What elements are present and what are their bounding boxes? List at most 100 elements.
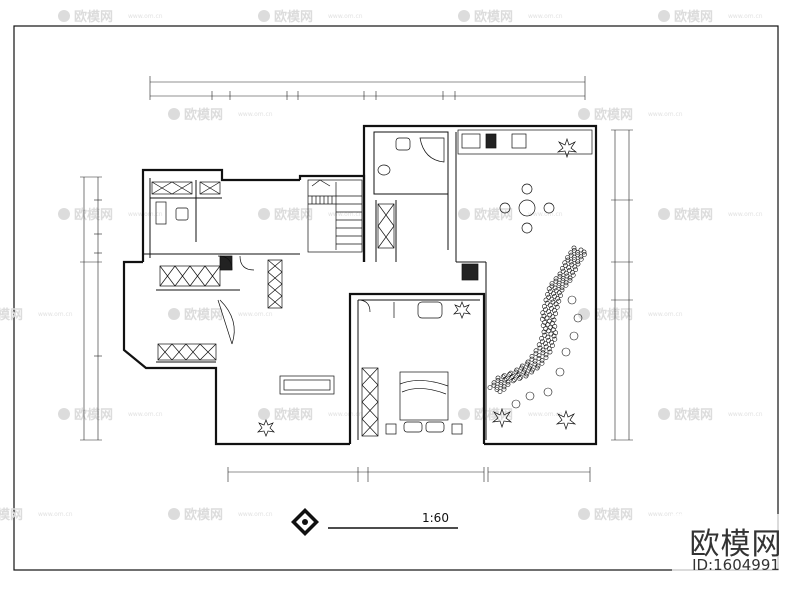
svg-text:欧模网: 欧模网: [0, 507, 23, 523]
pebble: [505, 381, 511, 387]
pebble: [578, 256, 584, 262]
pebble: [546, 286, 552, 292]
pebble: [553, 276, 559, 282]
drawing-scale: 1:60: [422, 511, 449, 525]
kitchen-counter: [457, 129, 593, 155]
pebble: [562, 260, 568, 266]
pebble: [502, 377, 508, 383]
pebble: [540, 316, 545, 322]
svg-text:www.om.cn: www.om.cn: [728, 211, 763, 218]
pebble: [501, 373, 507, 378]
shrub: [567, 295, 577, 305]
svg-text:www.om.cn: www.om.cn: [38, 311, 73, 318]
svg-text:欧模网: 欧模网: [474, 207, 513, 223]
exterior-walls: [122, 124, 598, 446]
pebble: [508, 370, 514, 376]
pebble: [551, 291, 556, 296]
watermark: 欧模网 www.om.cn: [458, 407, 563, 423]
svg-text:www.om.cn: www.om.cn: [128, 211, 163, 218]
svg-text:欧模网: 欧模网: [474, 9, 513, 25]
pebble: [560, 265, 565, 271]
pebble: [564, 273, 570, 279]
pebble: [549, 339, 554, 345]
shrub: [573, 313, 583, 323]
svg-text:www.om.cn: www.om.cn: [728, 13, 763, 20]
furniture: [155, 129, 593, 435]
pebble: [553, 301, 559, 307]
pebble: [553, 311, 558, 316]
pebble: [581, 249, 587, 255]
pebble: [571, 254, 577, 260]
plant-icon: [452, 301, 472, 319]
pebble: [536, 355, 542, 361]
pebble: [507, 371, 512, 377]
shrub: [511, 399, 521, 409]
pebble: [547, 302, 553, 308]
svg-text:www.om.cn: www.om.cn: [528, 411, 563, 418]
built-in-cabinets: [151, 181, 479, 437]
pebble: [546, 328, 551, 334]
sofa: [279, 375, 335, 395]
svg-text:欧模网: 欧模网: [74, 407, 113, 423]
pebble: [550, 314, 556, 320]
bottom-dimension-chain: [227, 467, 591, 482]
washbasin: [377, 164, 391, 176]
shrub: [543, 387, 553, 397]
svg-text:www.om.cn: www.om.cn: [728, 411, 763, 418]
left-dimension-chain: [80, 176, 102, 441]
pebble: [573, 267, 578, 272]
svg-text:www.om.cn: www.om.cn: [648, 111, 683, 118]
pebble: [578, 254, 584, 260]
pebble: [497, 389, 503, 394]
pebble: [495, 375, 501, 381]
svg-text:www.om.cn: www.om.cn: [238, 111, 273, 118]
pebble: [491, 380, 497, 386]
pebble: [556, 298, 562, 304]
pebble: [560, 275, 566, 281]
pebble: [567, 275, 573, 281]
plants: [256, 137, 578, 437]
pebble: [570, 272, 576, 278]
pebble: [515, 372, 521, 378]
pebble: [570, 269, 575, 275]
garden-path: [487, 245, 587, 409]
svg-text:www.om.cn: www.om.cn: [238, 511, 273, 518]
pebble: [567, 277, 573, 283]
pebble: [559, 285, 565, 290]
sink: [461, 133, 481, 149]
pebble: [563, 270, 569, 276]
pebble: [512, 377, 517, 382]
svg-text:欧模网: 欧模网: [74, 9, 113, 25]
bed: [399, 371, 449, 421]
pebble: [517, 375, 522, 381]
shower-corner: [419, 137, 445, 163]
pebble: [550, 327, 556, 332]
pebble: [549, 296, 555, 302]
svg-text:欧模网: 欧模网: [474, 407, 513, 423]
pebble: [575, 259, 580, 264]
shrub: [525, 391, 535, 401]
shrub: [555, 367, 565, 377]
svg-text:www.om.cn: www.om.cn: [328, 13, 363, 20]
svg-text:www.om.cn: www.om.cn: [38, 511, 73, 518]
brand-id: ID:1604991: [692, 556, 780, 574]
pebble: [539, 335, 544, 341]
pebble: [534, 365, 540, 371]
pebble: [566, 265, 571, 270]
pebble: [550, 320, 555, 326]
svg-text:www.om.cn: www.om.cn: [238, 311, 273, 318]
svg-text:www.om.cn: www.om.cn: [328, 211, 363, 218]
interior-walls: [143, 131, 487, 440]
pebble: [556, 290, 562, 296]
right-dimension-chain: [611, 129, 633, 441]
svg-text:www.om.cn: www.om.cn: [648, 511, 683, 518]
svg-text:欧模网: 欧模网: [0, 307, 23, 323]
watermark: 欧模网 www.om.cn: [58, 407, 163, 423]
svg-text:www.om.cn: www.om.cn: [128, 411, 163, 418]
